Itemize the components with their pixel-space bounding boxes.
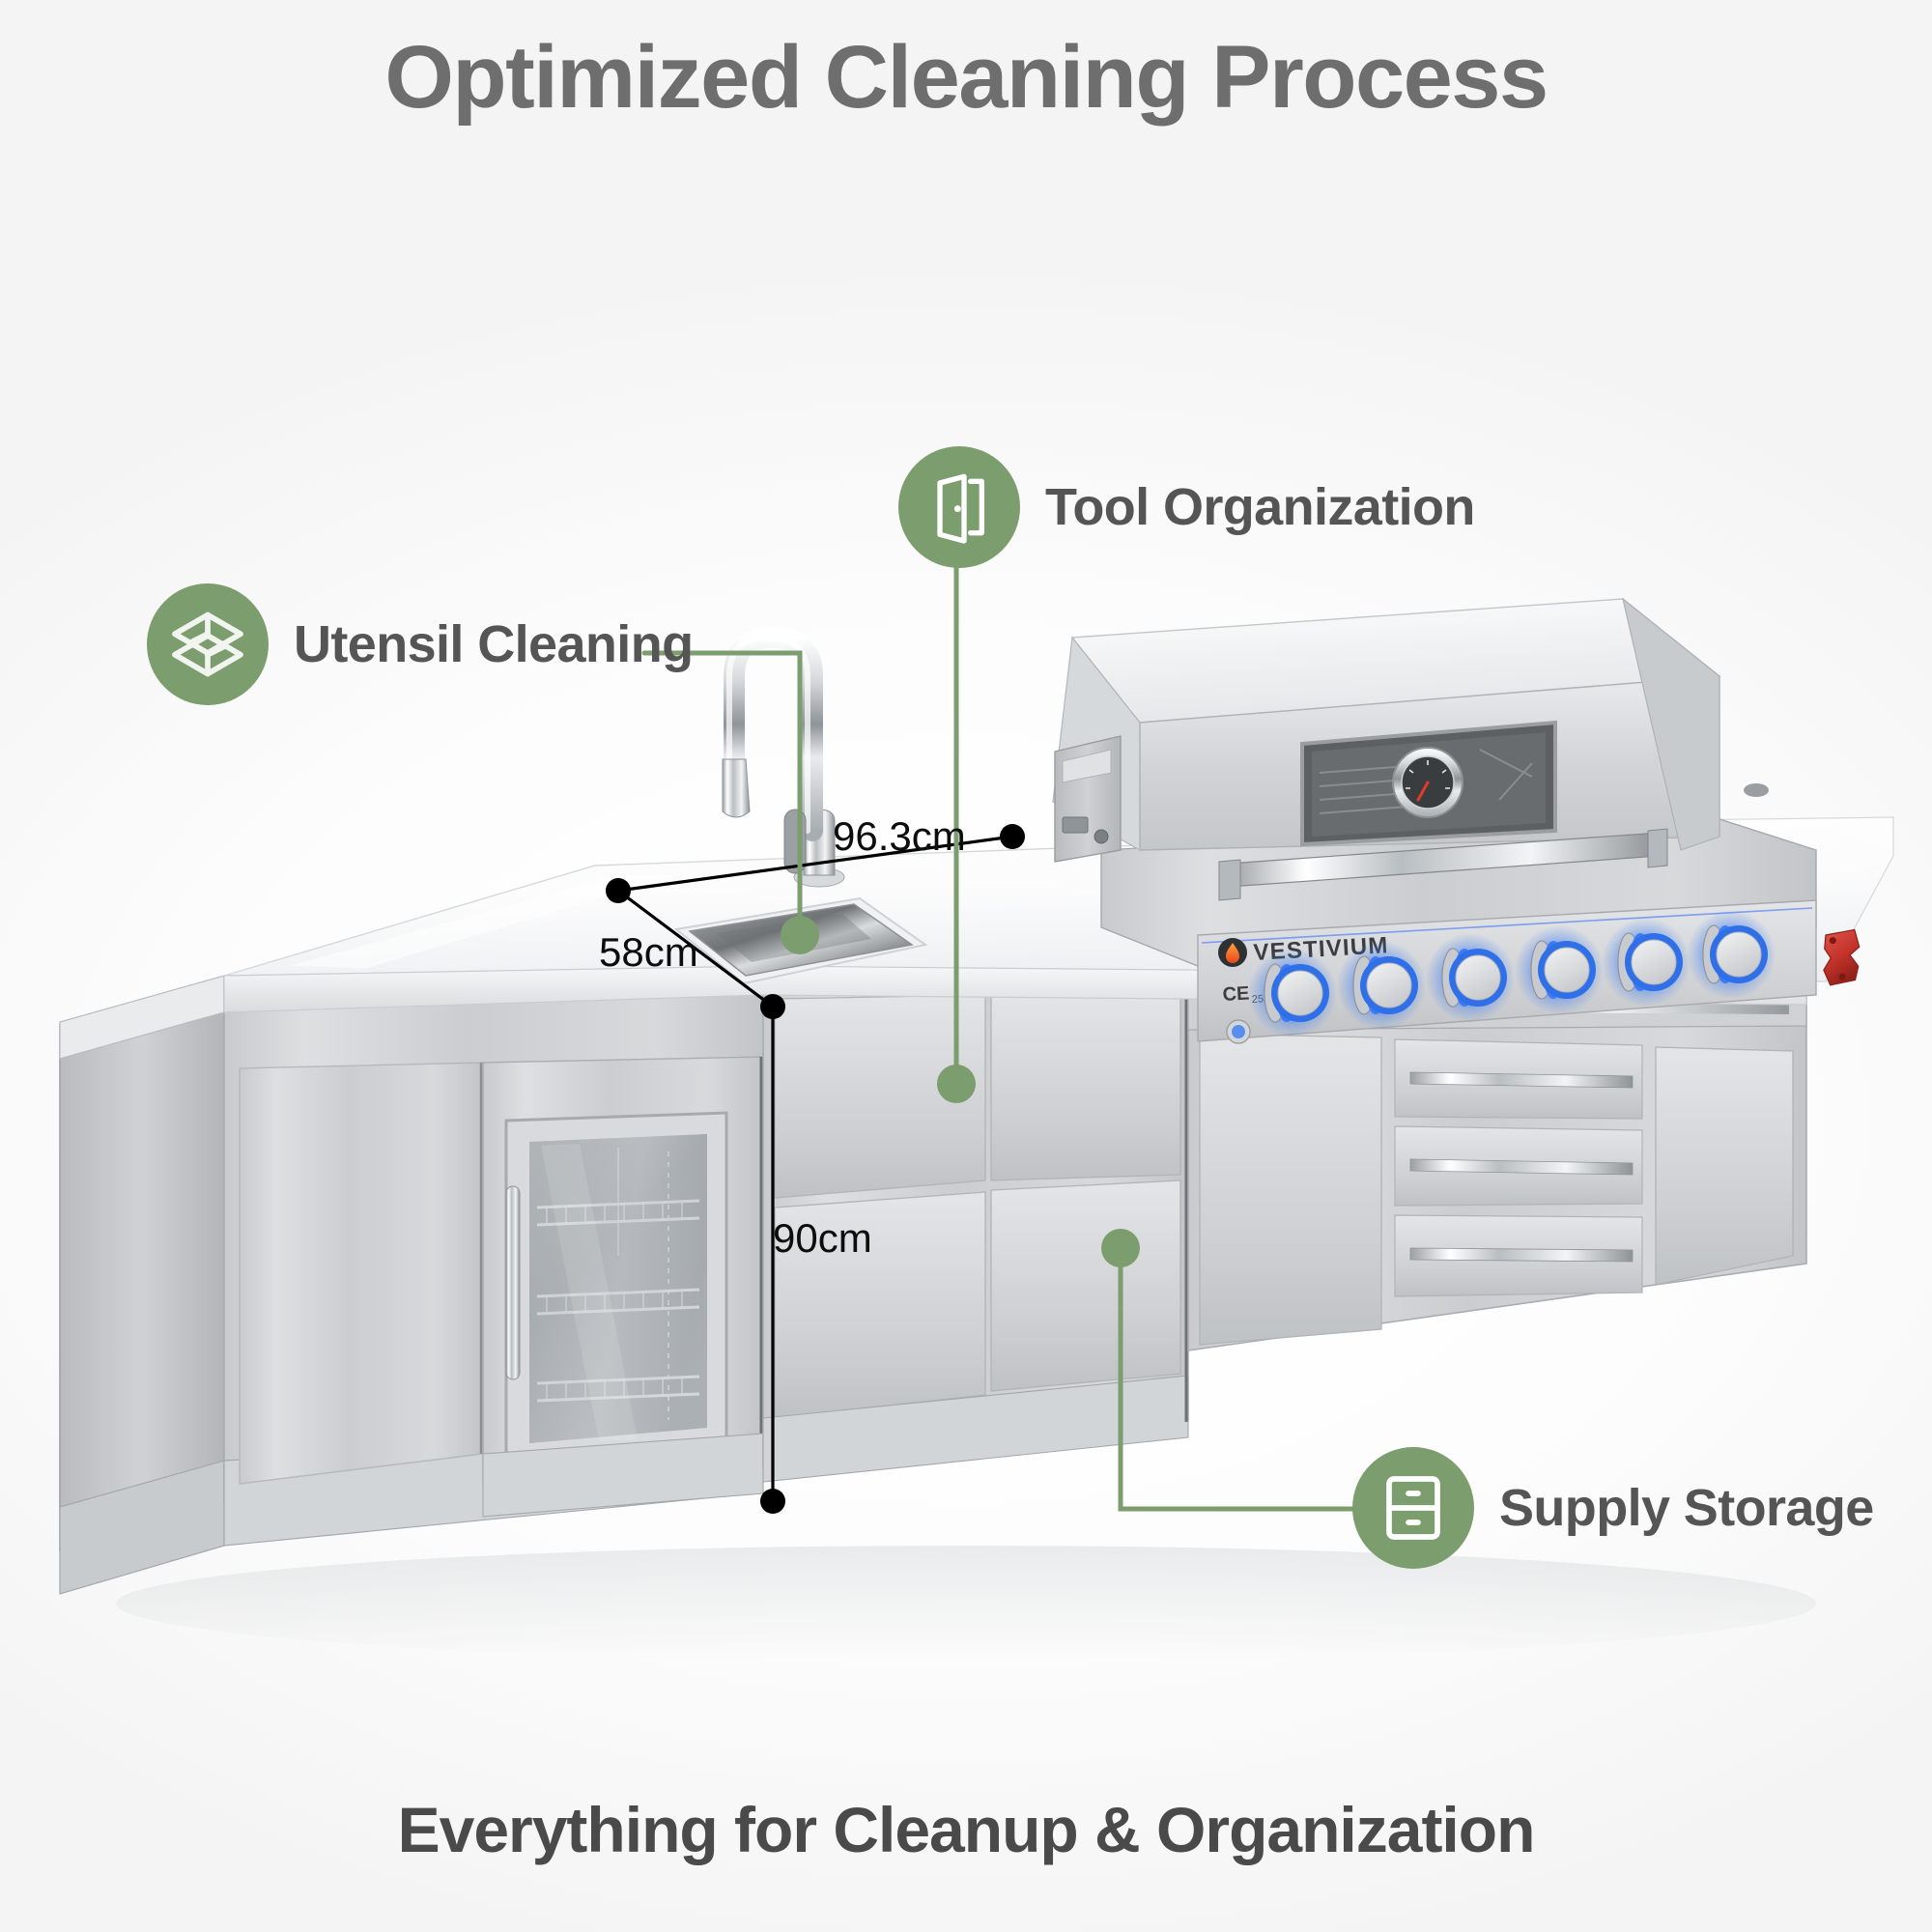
filing-cabinet-icon [1386, 1476, 1440, 1540]
thermometer-needle [1416, 781, 1430, 802]
faucet[interactable] [722, 626, 845, 888]
feature-badge-tool-organization[interactable]: Tool Organization [898, 446, 1475, 568]
page-subtitle: Everything for Cleanup & Organization [397, 1794, 1536, 1865]
drawer-upper-right[interactable] [990, 990, 1181, 1181]
page-title: Optimized Cleaning Process [384, 28, 1548, 127]
burner-knob-5[interactable] [1602, 918, 1690, 1007]
grill-cabinet-door-right[interactable] [1655, 1046, 1794, 1286]
grill-grate-reflection [1319, 749, 1533, 814]
badge-circle-supply [1352, 1447, 1474, 1569]
glass-highlight [541, 1144, 638, 1441]
dimension-label-depth: 58cm [599, 929, 698, 975]
badge-circle-utensil [147, 583, 269, 705]
feature-label-tool-organization: Tool Organization [1045, 478, 1475, 536]
floor-shadow [116, 1546, 1816, 1662]
hood-handle-bracket-left [1218, 859, 1241, 901]
ignition-led [1232, 1025, 1245, 1038]
burner-knob-3[interactable] [1426, 933, 1515, 1022]
grill-hood-right [1622, 597, 1720, 851]
feature-label-utensil-cleaning: Utensil Cleaning [294, 615, 694, 673]
refrigerator-module[interactable] [482, 1056, 764, 1518]
left-cabinet-door[interactable] [239, 1062, 484, 1485]
grill-drawer-handles[interactable] [1409, 1071, 1634, 1263]
ce-mark: CE [1222, 982, 1250, 1006]
left-cabinet-side [59, 976, 225, 1552]
panel-pinstripe [1201, 907, 1813, 944]
faucet-spout-head [722, 758, 751, 818]
drawer-lower-right[interactable] [990, 1179, 1181, 1392]
badge-circle-tool [898, 446, 1020, 568]
counter-highlight [290, 875, 676, 968]
open-door-icon [937, 473, 984, 544]
drawer-upper-left[interactable] [774, 994, 986, 1199]
motor-switch[interactable] [1062, 816, 1089, 834]
hood-handle-bracket-right [1647, 828, 1668, 868]
dimension-label-width: 96.3cm [833, 813, 966, 859]
layers-stack-icon [172, 611, 243, 677]
feature-badge-supply-storage[interactable]: Supply Storage [1352, 1447, 1874, 1569]
fridge-glass-pane [529, 1134, 707, 1443]
faucet-lever[interactable] [783, 809, 807, 874]
burner-knob-1[interactable] [1248, 949, 1337, 1037]
grill-cabinet-door-left[interactable] [1199, 1033, 1382, 1346]
burner-knob-6[interactable] [1687, 910, 1776, 999]
drawer-lower-left[interactable] [774, 1191, 986, 1419]
dimension-label-height: 90cm [773, 1215, 872, 1261]
burner-knobs[interactable] [1248, 910, 1776, 1037]
bottle-opener[interactable] [1822, 928, 1861, 986]
counter-drain-hole [1744, 783, 1769, 797]
feature-label-supply-storage: Supply Storage [1499, 1479, 1874, 1537]
burner-knob-2[interactable] [1337, 941, 1426, 1030]
feature-badge-utensil-cleaning[interactable]: Utensil Cleaning [147, 583, 694, 705]
fridge-door-handle[interactable] [505, 1185, 521, 1380]
grill-control-panel[interactable]: VESTIVIUM CE 2531/22 [1197, 899, 1861, 1044]
burner-knob-4[interactable] [1515, 925, 1604, 1014]
motor-label [1062, 749, 1112, 783]
motor-socket[interactable] [1094, 829, 1109, 844]
thermometer-ticks [1406, 760, 1450, 789]
brand-flame-icon [1218, 938, 1247, 967]
